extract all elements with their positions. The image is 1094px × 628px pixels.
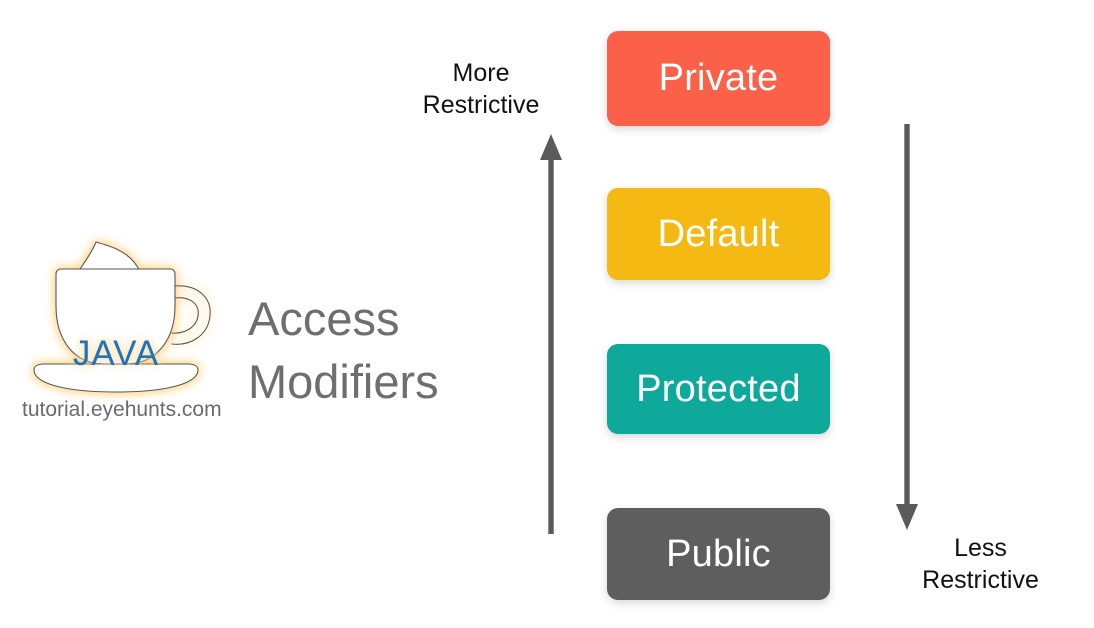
cup-body [55, 268, 176, 365]
site-caption: tutorial.eyehunts.com [22, 398, 222, 421]
more-restrictive-arrow [540, 134, 562, 534]
arrow-head-down [896, 504, 918, 530]
less-restrictive-arrow [896, 124, 918, 530]
modifier-box-label: Private [658, 57, 779, 99]
page-title: Access Modifiers [248, 287, 488, 413]
modifier-box-label: Protected [636, 367, 801, 410]
java-cup-icon [33, 241, 211, 393]
less-restrictive-label: Less Restrictive [898, 532, 1063, 596]
less-restrictive-line-1: Less [954, 534, 1007, 562]
arrow-shaft [548, 156, 554, 534]
modifier-box-default[interactable]: Default [607, 188, 830, 280]
arrow-shaft [904, 124, 910, 504]
saucer [33, 363, 199, 393]
java-cup-word: JAVA [72, 334, 160, 373]
modifier-box-label: Public [666, 532, 771, 575]
modifier-box-public[interactable]: Public [607, 508, 830, 600]
java-brand-logo: JAVA tutorial.eyehunts.com [22, 228, 252, 433]
modifier-box-protected[interactable]: Protected [607, 344, 830, 434]
less-restrictive-line-2: Restrictive [922, 566, 1039, 594]
more-restrictive-line-1: More [452, 59, 510, 87]
more-restrictive-line-2: Restrictive [422, 91, 540, 119]
cup-handle [171, 285, 211, 345]
title-line-2: Modifiers [248, 355, 439, 408]
modifier-box-private[interactable]: Private [607, 31, 830, 126]
arrow-head-up [540, 134, 562, 160]
more-restrictive-label: More Restrictive [396, 57, 566, 121]
modifier-box-label: Default [657, 212, 780, 255]
title-line-1: Access [248, 292, 400, 345]
